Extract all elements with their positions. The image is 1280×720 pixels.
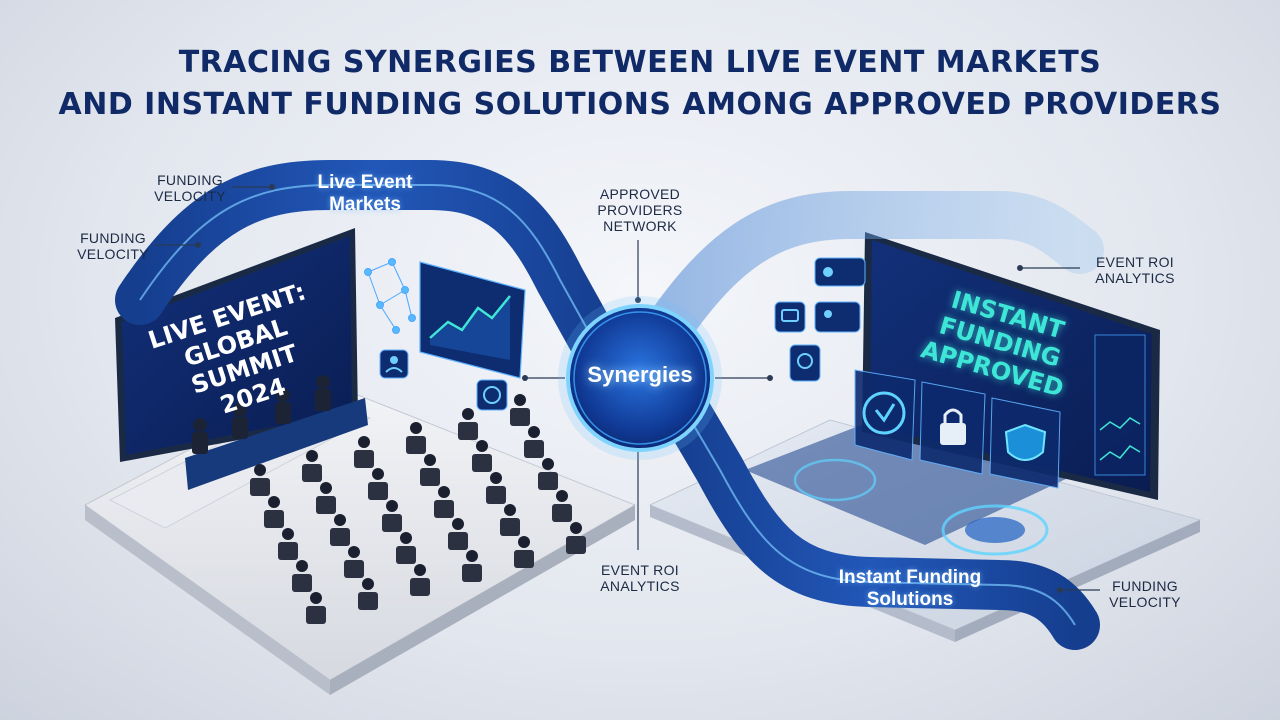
callout-event-roi-bottom: EVENT ROI ANALYTICS (600, 562, 680, 594)
info-card-icon (814, 257, 866, 287)
audience-member (358, 436, 370, 448)
audience-member (542, 458, 554, 470)
audience-seat (552, 504, 572, 522)
audience-member (490, 472, 502, 484)
audience-seat (292, 574, 312, 592)
audience-member (306, 450, 318, 462)
audience-member (476, 440, 488, 452)
audience-seat (358, 592, 378, 610)
callout-connectors (155, 186, 1100, 591)
audience-seat (382, 514, 402, 532)
audience-member (386, 500, 398, 512)
audience-seat (302, 464, 322, 482)
instant-funding-solutions-label: Instant Funding Solutions (838, 567, 982, 610)
person-icon (379, 349, 409, 379)
title-line-2: AND INSTANT FUNDING SOLUTIONS AMONG APPR… (58, 87, 1222, 122)
growth-chart-panel (419, 261, 526, 379)
shield-plus-icon (989, 397, 1061, 489)
audience-seat (510, 408, 530, 426)
title-line-1: TRACING SYNERGIES BETWEEN LIVE EVENT MAR… (178, 45, 1102, 80)
audience-seat (250, 478, 270, 496)
audience-seat (448, 532, 468, 550)
audience-seat (472, 454, 492, 472)
audience-member (320, 482, 332, 494)
audience-member (362, 578, 374, 590)
audience-seat (514, 550, 534, 568)
audience-seat (500, 518, 520, 536)
audience-seat (368, 482, 388, 500)
audience-seat (524, 440, 544, 458)
audience-member (282, 528, 294, 540)
audience-member (504, 504, 516, 516)
callout-event-roi-right: EVENT ROI ANALYTICS (1095, 254, 1175, 286)
callout-funding-velocity-bottom: FUNDING VELOCITY (1109, 578, 1181, 610)
audience-seat (344, 560, 364, 578)
audience-member (296, 560, 308, 572)
audience-seat (462, 564, 482, 582)
audience-member (462, 408, 474, 420)
audience-seat (306, 606, 326, 624)
audience-seat (406, 436, 426, 454)
audience-member (414, 564, 426, 576)
audience-seat (420, 468, 440, 486)
audience-member (424, 454, 436, 466)
audience-member (348, 546, 360, 558)
audience-member (556, 490, 568, 502)
audience-member (452, 518, 464, 530)
chart-icon (476, 379, 508, 411)
audience-seat (316, 496, 336, 514)
audience-seat (278, 542, 298, 560)
badge-icon (789, 344, 821, 382)
shield-icon (854, 369, 916, 461)
audience-member (514, 394, 526, 406)
audience-seat (330, 528, 350, 546)
speaker-panel (185, 375, 368, 490)
audience-seat (566, 536, 586, 554)
chat-icon (774, 301, 806, 333)
live-event-screen (115, 228, 358, 462)
funding-band-glow (669, 384, 1076, 626)
person-card-icon (814, 301, 861, 333)
audience-member (310, 592, 322, 604)
audience-seat (434, 500, 454, 518)
audience-member (528, 426, 540, 438)
live-band-glow (139, 184, 611, 371)
audience-seat (458, 422, 478, 440)
audience-seat (486, 486, 506, 504)
audience-seats (250, 394, 586, 624)
audience-member (518, 536, 530, 548)
audience-member (410, 422, 422, 434)
audience-member (268, 496, 280, 508)
audience-member (254, 464, 266, 476)
callout-funding-velocity-left: FUNDING VELOCITY (77, 230, 149, 262)
audience-seat (354, 450, 374, 468)
synergies-hub (558, 296, 722, 460)
live-event-markets-label: Live Event Markets (317, 172, 413, 215)
audience-member (438, 486, 450, 498)
audience-seat (396, 546, 416, 564)
audience-member (570, 522, 582, 534)
audience-seat (538, 472, 558, 490)
synergies-label: Synergies (587, 362, 693, 387)
network-icon (364, 258, 416, 334)
lock-icon (919, 381, 986, 475)
upper-right-band (636, 191, 1104, 364)
callout-approved-providers: APPROVED PROVIDERS NETWORK (597, 186, 683, 234)
audience-member (466, 550, 478, 562)
audience-member (334, 514, 346, 526)
audience-seat (264, 510, 284, 528)
audience-member (372, 468, 384, 480)
callout-funding-velocity-top: FUNDING VELOCITY (154, 172, 226, 204)
audience-member (400, 532, 412, 544)
audience-seat (410, 578, 430, 596)
